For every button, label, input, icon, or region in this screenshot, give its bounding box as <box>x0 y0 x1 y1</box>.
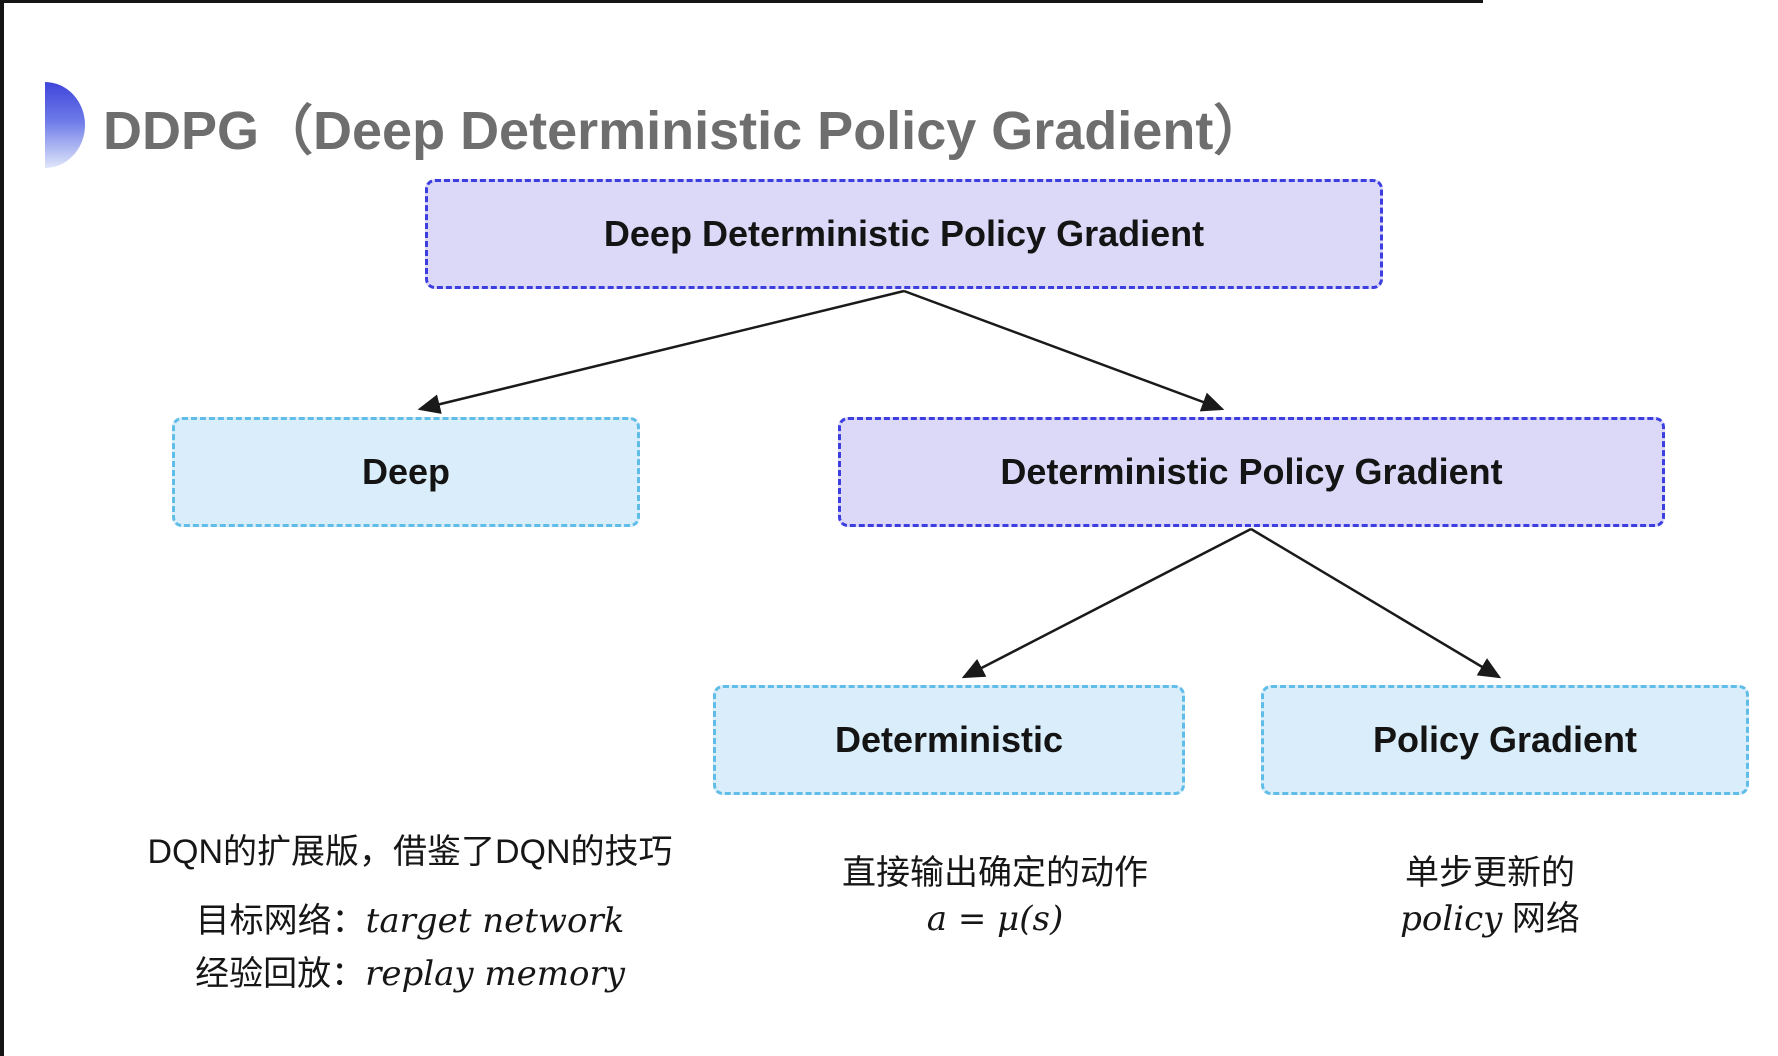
arrow-dpg-to-policy-gradient <box>1250 527 1502 679</box>
node-root: Deep Deterministic Policy Gradient <box>425 179 1383 289</box>
note-deep-line3-term: replay memory <box>365 954 625 994</box>
node-dpg: Deterministic Policy Gradient <box>838 417 1665 527</box>
node-deep: Deep <box>172 417 640 527</box>
note-policy-gradient-line2-suffix: 网络 <box>1502 900 1580 938</box>
note-deep-line2-term: target network <box>365 901 625 941</box>
node-policy-gradient-label: Policy Gradient <box>1372 719 1638 760</box>
note-deterministic-line1: 直接输出确定的动作 <box>842 854 1148 892</box>
note-policy-gradient-line2: policy 网络 <box>1290 896 1690 942</box>
note-deep-line2: 目标网络：target network <box>120 897 700 945</box>
title-row: DDPG（Deep Deterministic Policy Gradient） <box>45 80 1267 170</box>
note-policy-gradient: 单步更新的 policy 网络 <box>1290 850 1690 942</box>
note-deep-line1: DQN的扩展版，借鉴了DQN的技巧 <box>147 833 673 871</box>
arrow-root-to-dpg <box>903 289 1225 412</box>
note-deep-line3: 经验回放：replay memory <box>120 950 700 998</box>
left-border-line <box>0 0 4 1056</box>
note-deterministic: 直接输出确定的动作 a = μ(s) <box>770 850 1220 942</box>
note-deep-line2-label: 目标网络： <box>195 902 366 940</box>
top-border-line <box>0 0 1483 3</box>
note-deterministic-formula: a = μ(s) <box>926 899 1064 939</box>
arrow-root-to-deep <box>417 289 905 414</box>
node-policy-gradient: Policy Gradient <box>1261 685 1749 795</box>
note-policy-gradient-line2-term: policy <box>1400 899 1503 939</box>
note-policy-gradient-line1: 单步更新的 <box>1405 854 1575 892</box>
note-deep: DQN的扩展版，借鉴了DQN的技巧 目标网络：target network 经验… <box>120 828 700 998</box>
arrow-dpg-to-deterministic <box>961 527 1252 679</box>
node-deep-label: Deep <box>361 451 451 492</box>
node-deterministic-label: Deterministic <box>834 719 1064 760</box>
page-title: DDPG（Deep Deterministic Policy Gradient） <box>103 100 1268 161</box>
node-dpg-label: Deterministic Policy Gradient <box>1000 451 1503 492</box>
node-deterministic: Deterministic <box>713 685 1185 795</box>
node-root-label: Deep Deterministic Policy Gradient <box>603 213 1205 254</box>
note-deep-line3-label: 经验回放： <box>195 955 366 993</box>
